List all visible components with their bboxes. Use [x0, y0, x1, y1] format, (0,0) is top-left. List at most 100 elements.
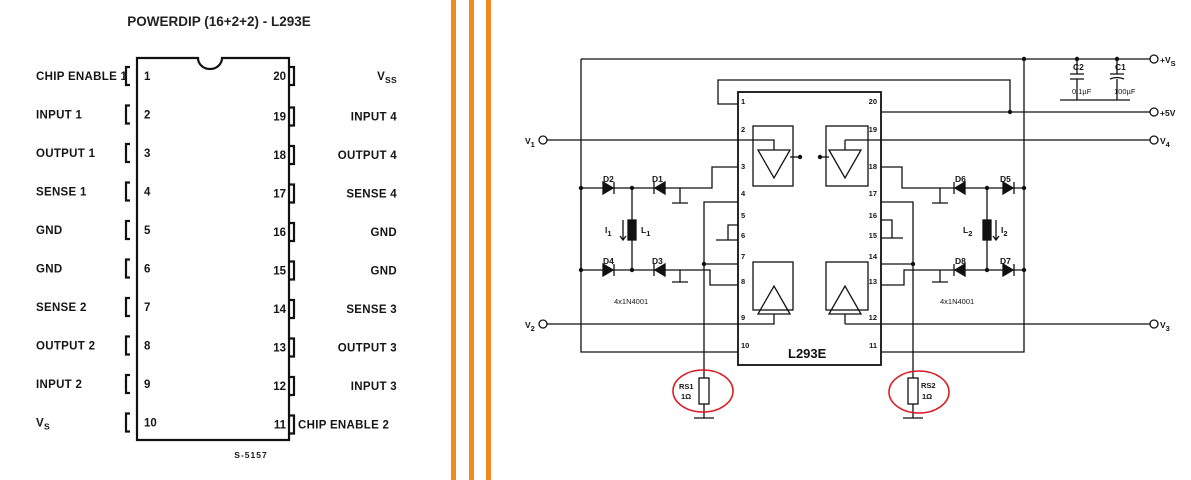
pin-11: 11 CHIP ENABLE 2	[274, 414, 389, 435]
pin-9-label: INPUT 2	[36, 379, 82, 391]
chip-pin-15-number: 15	[869, 231, 877, 240]
diode-part-left: 4x1N4001	[614, 297, 648, 306]
chip-pin-8-number: 8	[741, 277, 745, 286]
v2-label: V2	[525, 320, 535, 333]
d3-label: D3	[652, 256, 663, 266]
d4-label: D4	[603, 256, 614, 266]
d8-label: D8	[955, 256, 966, 266]
pin-2-number: 2	[144, 110, 150, 122]
pin-8-label: OUTPUT 2	[36, 341, 95, 353]
pin-14-lead	[290, 298, 296, 320]
v4-terminal	[1149, 135, 1159, 145]
pin-8-number: 8	[144, 341, 151, 353]
c1-value: 100µF	[1114, 87, 1136, 96]
pin-11-label: CHIP ENABLE 2	[298, 420, 389, 432]
output-3-line	[881, 269, 940, 286]
pin-19-label: INPUT 4	[351, 112, 397, 124]
pin-10-lead	[124, 412, 130, 433]
pin-12-lead	[290, 375, 296, 397]
pin-9: 9 INPUT 2	[36, 373, 150, 395]
chip-pin-3-number: 3	[741, 162, 745, 171]
chip-pin-10-number: 10	[741, 341, 749, 350]
diode-d7-icon	[1002, 262, 1015, 278]
pin-5-number: 5	[144, 225, 151, 237]
sense-1-line	[703, 201, 738, 378]
chip-enable-link	[717, 79, 1011, 112]
figure-divider	[451, 0, 491, 480]
i1-label: I1	[605, 225, 612, 238]
diode-d1-icon	[653, 180, 688, 204]
pin-13-number: 13	[273, 343, 286, 355]
ic-package-outline	[135, 56, 291, 442]
chip-pin-16-number: 16	[869, 211, 877, 220]
pin-14-label: SENSE 3	[346, 304, 397, 316]
rs1-highlight	[672, 369, 734, 413]
pin-9-number: 9	[144, 379, 150, 391]
pin-11-number: 11	[274, 420, 287, 432]
driver-4-frame	[825, 125, 869, 187]
sense-4-line	[881, 201, 914, 378]
v3-label: V3	[1160, 320, 1170, 333]
pin-13-label: OUTPUT 3	[338, 343, 397, 355]
gnd-pins-15-16	[881, 219, 903, 239]
v2-terminal	[538, 319, 548, 329]
chip-pin-5-number: 5	[741, 211, 745, 220]
diode-d5-icon	[1002, 180, 1015, 196]
chip-pin-4-number: 4	[741, 189, 746, 198]
vs-label: +VS	[1160, 55, 1176, 68]
divider-bar-right	[486, 0, 491, 480]
chip-pin-18-number: 18	[869, 162, 877, 171]
pin-7-lead	[124, 296, 130, 318]
pin-17-label: SENSE 4	[346, 189, 397, 201]
divider-bar-middle	[469, 0, 474, 480]
pin-18-number: 18	[273, 150, 286, 162]
pin-5-lead	[124, 219, 130, 241]
pinout-footnote: S-5157	[234, 450, 267, 460]
l1-label: L1	[641, 225, 650, 238]
pin-3-label: OUTPUT 1	[36, 148, 96, 160]
pin-15-label: GND	[371, 266, 397, 278]
chip-pin-17-number: 17	[869, 189, 877, 198]
pin-11-lead	[290, 414, 296, 435]
pin-20-number: 20	[273, 71, 286, 83]
rs2-name: RS2	[921, 381, 936, 390]
schematic-labels: +VS +5V V1 V2 V4 V3 C2 0.1µF C1 100µF D2…	[525, 55, 1176, 401]
vs-bus-right-drop	[881, 59, 1025, 353]
pin-4-lead	[124, 181, 130, 202]
pin-9-lead	[124, 373, 130, 395]
rs1-ground	[694, 404, 714, 419]
pin-4-label: SENSE 1	[36, 187, 87, 199]
pin-20-lead	[290, 65, 296, 87]
pin-15-number: 15	[273, 266, 286, 278]
d7-label: D7	[1000, 256, 1011, 266]
resistor-rs2	[907, 377, 919, 405]
pin-15-lead	[290, 260, 296, 281]
vs-supply-bus	[580, 58, 1150, 353]
pin-13-lead	[290, 337, 296, 358]
pin-16-label: GND	[371, 227, 397, 239]
v1-terminal	[538, 135, 548, 145]
v4-label: V4	[1160, 136, 1171, 149]
pin-18-lead	[290, 144, 296, 166]
pin-15: 15 GND	[273, 260, 397, 281]
junction-dots	[578, 56, 1120, 273]
diode-d3-icon	[653, 262, 688, 283]
input-v1-line	[547, 139, 775, 150]
rs2-ground	[903, 404, 923, 419]
chip-pin-2-number: 2	[741, 125, 745, 134]
pin-2-lead	[124, 104, 130, 125]
